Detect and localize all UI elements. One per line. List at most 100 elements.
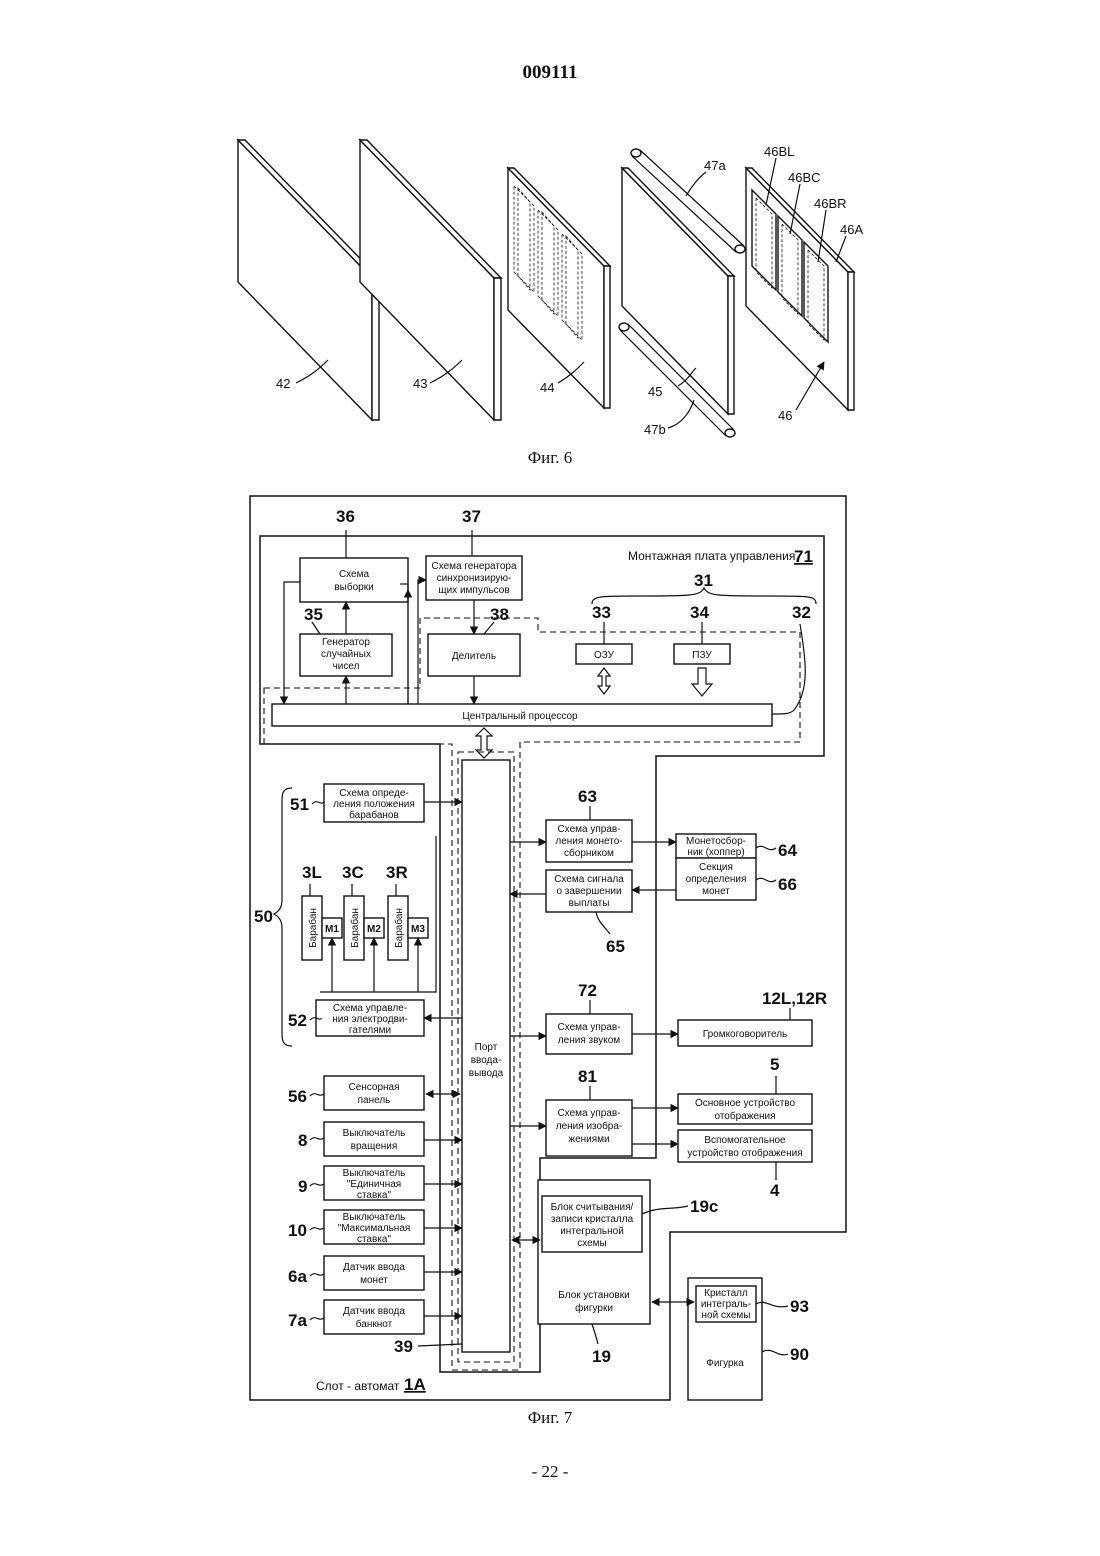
ram-block: ОЗУ	[576, 644, 632, 664]
ref-56: 56	[288, 1087, 307, 1106]
svg-text:Выключатель: Выключатель	[343, 1212, 406, 1223]
page-footer: - 22 -	[0, 1462, 1100, 1482]
reel-3C: Барабан M2	[344, 896, 384, 960]
hopper-control-block: Схема управ- ления монето- сборником	[546, 820, 632, 862]
label-47a: 47a	[704, 158, 726, 173]
ref-3L: 3L	[302, 863, 322, 882]
board-title: Монтажная плата управления	[628, 549, 795, 563]
fig7-diagram: Монтажная плата управления 71 36 37 35 3…	[250, 496, 846, 1400]
svg-text:Кристалл: Кристалл	[704, 1288, 748, 1299]
svg-text:Схема управле-: Схема управле-	[333, 1003, 407, 1014]
label-42: 42	[276, 376, 290, 391]
coin-sensor-block: Датчик ввода монет	[324, 1256, 424, 1290]
reel-position-block: Схема опреде- ления положения барабанов	[324, 784, 424, 822]
ref-52: 52	[288, 1011, 307, 1030]
ref-3R: 3R	[386, 863, 408, 882]
svg-text:Датчик ввода: Датчик ввода	[343, 1262, 405, 1273]
ref-33: 33	[592, 603, 611, 622]
svg-text:гателями: гателями	[349, 1025, 391, 1036]
label-46A: 46A	[840, 222, 863, 237]
coin-detect-block: Секция определения монет	[676, 858, 756, 900]
svg-text:Барабан: Барабан	[349, 908, 361, 948]
ref-19: 19	[592, 1347, 611, 1366]
ref-63: 63	[578, 787, 597, 806]
svg-text:ления изобра-: ления изобра-	[556, 1120, 623, 1132]
svg-text:Фигурка: Фигурка	[706, 1358, 744, 1369]
payout-end-block: Схема сигнала о завершении выплаты	[546, 870, 632, 912]
label-46BL: 46BL	[764, 144, 794, 159]
ref-31: 31	[694, 571, 713, 590]
speaker-block: Громкоговоритель	[678, 1020, 812, 1046]
rom-block: ПЗУ	[674, 644, 730, 664]
svg-text:записи кристалла: записи кристалла	[551, 1214, 634, 1225]
svg-text:устройство отображения: устройство отображения	[687, 1147, 802, 1159]
svg-text:ПЗУ: ПЗУ	[692, 650, 712, 661]
svg-text:ния электродви-: ния электродви-	[332, 1014, 408, 1025]
svg-text:выборки: выборки	[334, 581, 373, 593]
ref-8: 8	[298, 1131, 307, 1150]
svg-text:Схема управ-: Схема управ-	[557, 824, 620, 835]
ref-34: 34	[690, 603, 709, 622]
svg-text:Схема управ-: Схема управ-	[557, 1022, 620, 1033]
ref-38: 38	[490, 605, 509, 624]
ref-32: 32	[792, 603, 811, 622]
fig6-diagram: 42 43 44 45 46 47a 47b 46BL 46BC 46BR 46…	[238, 140, 863, 437]
ref-65: 65	[606, 937, 625, 956]
label-46BC: 46BC	[788, 170, 821, 185]
main-display-block: Основное устройство отображения	[678, 1094, 812, 1124]
ic-reader-block: Блок считывания/ записи кристалла интегр…	[542, 1196, 642, 1252]
ref-37: 37	[462, 507, 481, 526]
svg-text:Порт: Порт	[475, 1042, 498, 1053]
svg-text:Барабан: Барабан	[307, 908, 319, 948]
svg-text:интегральной: интегральной	[560, 1226, 624, 1237]
ref-90: 90	[790, 1345, 809, 1364]
svg-text:ОЗУ: ОЗУ	[594, 650, 615, 661]
spin-switch-block: Выключатель вращения	[324, 1122, 424, 1156]
svg-text:щих импульсов: щих импульсов	[438, 585, 509, 596]
svg-text:ления звуком: ления звуком	[558, 1035, 620, 1046]
svg-text:Схема сигнала: Схема сигнала	[554, 874, 624, 885]
svg-text:Секция: Секция	[699, 862, 733, 873]
ref-3C: 3C	[342, 863, 364, 882]
svg-text:Схема управ-: Схема управ-	[557, 1108, 620, 1119]
svg-text:Схема генератора: Схема генератора	[431, 561, 516, 572]
ref-39: 39	[394, 1337, 413, 1356]
svg-text:синхронизирую-: синхронизирую-	[437, 573, 512, 584]
svg-text:Монетосбор-: Монетосбор-	[686, 835, 746, 847]
svg-text:монет: монет	[702, 886, 730, 897]
fig7-caption: Фиг. 7	[0, 1408, 1100, 1428]
single-bet-switch-block: Выключатель "Единичная ставка"	[324, 1166, 424, 1201]
svg-text:вращения: вращения	[351, 1141, 398, 1152]
label-46BR: 46BR	[814, 196, 847, 211]
svg-text:M2: M2	[367, 924, 381, 935]
svg-text:выплаты: выплаты	[569, 898, 610, 909]
svg-text:M3: M3	[411, 924, 425, 935]
svg-text:Выключатель: Выключатель	[343, 1168, 406, 1179]
bill-sensor-block: Датчик ввода банкнот	[324, 1300, 424, 1334]
machine-title: Слот - автомат	[316, 1379, 400, 1393]
svg-text:ной схемы: ной схемы	[702, 1310, 751, 1321]
board-ref: 71	[794, 547, 813, 566]
svg-text:Блок считывания/: Блок считывания/	[551, 1202, 634, 1213]
label-45: 45	[648, 384, 662, 399]
ref-10: 10	[288, 1221, 307, 1240]
svg-text:ник (хоппер): ник (хоппер)	[687, 847, 744, 858]
ref-6a: 6a	[288, 1267, 307, 1286]
io-port-block: Порт ввода- вывода	[462, 760, 510, 1352]
svg-text:схемы: схемы	[577, 1238, 607, 1249]
ref-50: 50	[254, 907, 273, 926]
sync-generator-block: Схема генератора синхронизирую- щих импу…	[426, 556, 522, 600]
rng-block: Генератор случайных чисел	[300, 634, 392, 676]
svg-text:"Максимальная: "Максимальная	[338, 1223, 411, 1234]
svg-text:M1: M1	[325, 924, 339, 935]
ref-12L-12R: 12L,12R	[762, 989, 827, 1008]
svg-text:Громкоговоритель: Громкоговоритель	[703, 1029, 788, 1040]
ref-64: 64	[778, 841, 797, 860]
cpu-block: Центральный процессор	[272, 704, 772, 726]
ref-9: 9	[298, 1177, 307, 1196]
svg-text:"Единичная: "Единичная	[347, 1179, 401, 1190]
panel-42	[238, 140, 379, 420]
svg-text:ставка": ставка"	[357, 1234, 391, 1245]
svg-text:жениями: жениями	[568, 1134, 609, 1145]
